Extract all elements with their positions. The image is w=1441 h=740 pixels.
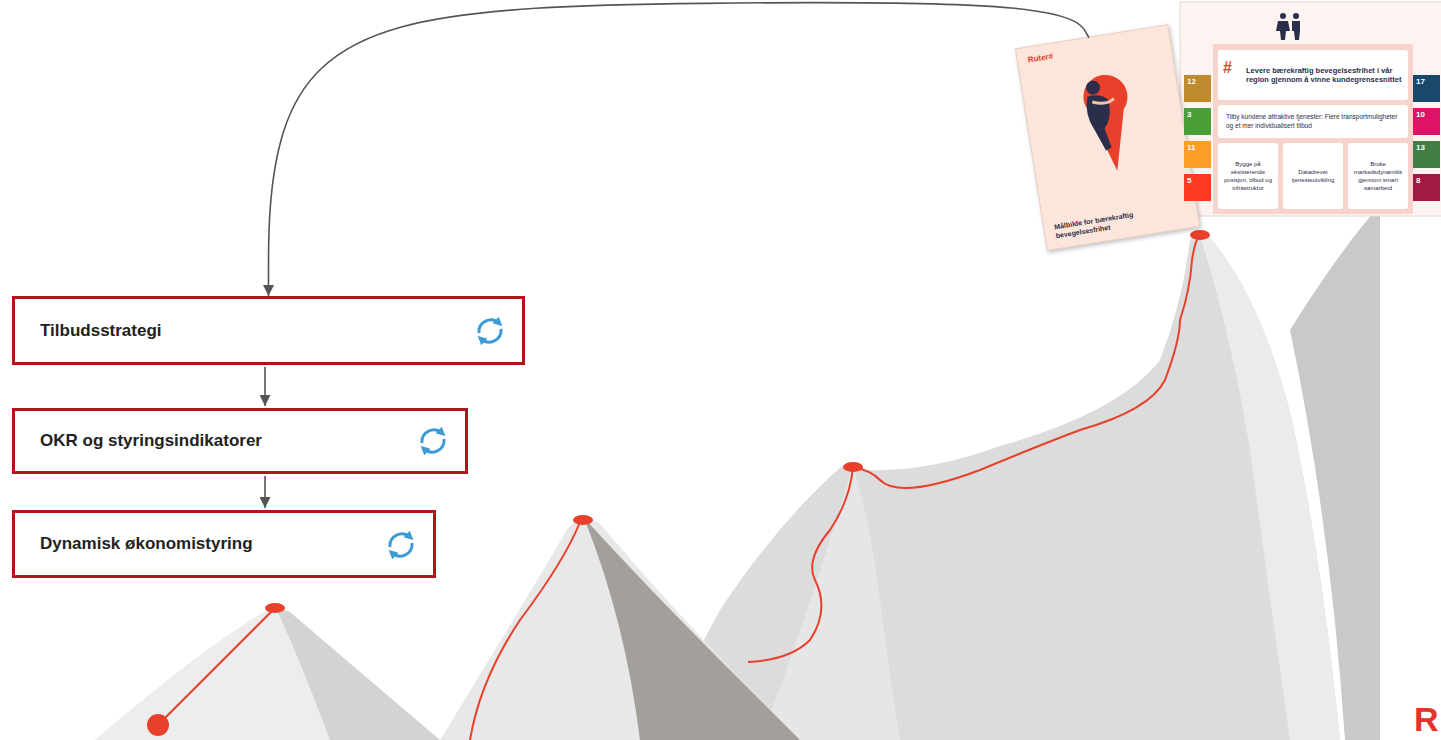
sdg-icon: 11 [1184, 141, 1211, 168]
mountain-two [440, 519, 800, 740]
node-text: Tilby kundene attraktive tjenester: Fler… [1226, 113, 1400, 130]
mountain-big [650, 234, 1340, 740]
summit-marker [843, 462, 863, 472]
pictogram-head [1293, 13, 1299, 19]
pillar-box: Bygge på eksisterende posisjon, tilbud o… [1218, 143, 1278, 209]
trail-line [470, 522, 580, 740]
trail-line [158, 608, 275, 725]
sdg-icon: 17 [1413, 75, 1440, 102]
node-text: Bruke markedsdynamikk gjennom smart sama… [1351, 160, 1405, 192]
pictogram-body [1292, 21, 1300, 40]
cycle-arc [422, 430, 442, 443]
figure-head [1085, 80, 1101, 96]
sdg-icon: 10 [1413, 108, 1440, 135]
cycle-arc [424, 439, 444, 452]
map-pin [1080, 72, 1139, 175]
sdg-icon: 13 [1413, 141, 1440, 168]
flow-arrow [264, 476, 266, 508]
mountain-mid-shade [760, 466, 900, 740]
cycle-icon [479, 320, 501, 342]
hash-symbol: # [1223, 60, 1232, 76]
pictogram-head [1280, 13, 1286, 19]
mountain-one-shade [276, 608, 440, 740]
sdg-icon: 5 [1184, 174, 1211, 201]
goal-box: Levere bærekraftig bevegelsesfrihet i vå… [1218, 50, 1408, 100]
trail-start-dot [147, 714, 169, 736]
cycle-arc [479, 320, 499, 333]
figure-body [1085, 93, 1116, 152]
cycle-arc [390, 534, 410, 547]
flow-arrow [269, 3, 1089, 296]
node-text: Bygge på eksisterende posisjon, tilbud o… [1221, 160, 1275, 192]
document-cover: Ruter# Målbilde for bærekraftig bevegelse… [1015, 24, 1200, 251]
mountain-one [95, 608, 440, 740]
summit-marker [573, 515, 593, 525]
slide-content-area [1213, 44, 1413, 214]
strategy-box: OKR og styringsindikatorer [12, 408, 468, 474]
objective-box: Tilby kundene attraktive tjenester: Fler… [1218, 105, 1408, 138]
cycle-arc [481, 329, 501, 342]
logo-letter: R [1414, 702, 1439, 736]
strategy-box: Tilbudsstrategi [12, 296, 525, 365]
node-text: Tilbudsstrategi [40, 321, 162, 341]
pillar-box: Datadrevet tjenesteutvikling [1283, 143, 1343, 209]
cycle-icon [390, 534, 412, 556]
node-text: OKR og styringsindikatorer [40, 431, 262, 451]
sdg-icon: 3 [1184, 108, 1211, 135]
pillar-box: Bruke markedsdynamikk gjennom smart sama… [1348, 143, 1408, 209]
sdg-icon: 8 [1413, 174, 1440, 201]
slide-panel [1180, 2, 1441, 216]
cycle-icon [422, 430, 444, 452]
node-text: Datadrevet tjenesteutvikling [1286, 168, 1340, 184]
summit-marker [1190, 230, 1210, 240]
people-pictogram [1276, 13, 1300, 40]
node-text: Målbilde for bærekraftig bevegelsesfrihe… [1054, 205, 1165, 240]
flow-arrow [264, 367, 266, 406]
node-text: Ruter# [1027, 35, 1160, 65]
connector-layer [265, 3, 1089, 508]
sdg-icon: 12 [1184, 75, 1211, 102]
mountain-two-dark-face [584, 518, 800, 740]
trail-line [748, 235, 1200, 662]
strategy-box: Dynamisk økonomistyring [12, 510, 436, 578]
figure-arm [1092, 99, 1114, 105]
node-text: Dynamisk økonomistyring [40, 534, 253, 554]
node-text: Levere bærekraftig bevegelsesfrihet i vå… [1246, 66, 1402, 85]
cover-illustration [1080, 72, 1139, 175]
mountain-big-shade [1200, 236, 1340, 740]
summit-marker [265, 603, 285, 613]
pictogram-body [1276, 21, 1290, 40]
cycle-arc [392, 543, 412, 556]
